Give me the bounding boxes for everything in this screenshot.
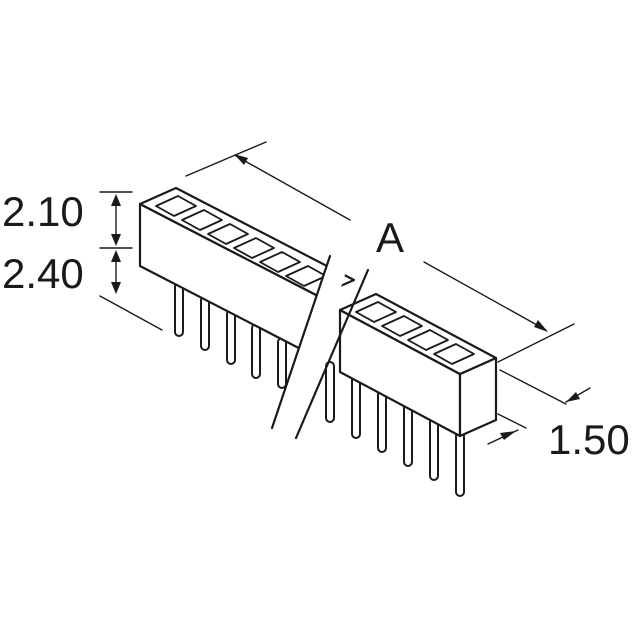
pin [200, 295, 210, 351]
dim-label-1-50: 1.50 [548, 416, 630, 463]
pin [325, 361, 335, 423]
width-dimension [487, 369, 591, 445]
cavity [355, 301, 397, 323]
cavity [381, 315, 423, 337]
pin [251, 323, 261, 379]
height-dimension [99, 191, 163, 331]
pin [174, 281, 184, 337]
cavity [433, 343, 475, 365]
cavity [181, 209, 223, 231]
pin [277, 337, 287, 389]
pin [377, 389, 387, 453]
dim-label-2-40: 2.40 [2, 250, 84, 297]
cavity [407, 329, 449, 351]
dim-label-2-10: 2.10 [2, 188, 84, 235]
break-symbol [270, 254, 370, 440]
cavity [207, 223, 249, 245]
cavity [155, 195, 197, 217]
pin [455, 431, 465, 497]
length-dimension [185, 141, 575, 363]
dim-label-a: A [376, 214, 404, 261]
cavity [259, 251, 301, 273]
cavity [233, 237, 275, 259]
contact-cavities [155, 195, 475, 365]
pin [403, 403, 413, 467]
pin [351, 375, 361, 439]
pin [429, 417, 439, 481]
pin [226, 309, 236, 365]
pin-row [174, 281, 465, 497]
